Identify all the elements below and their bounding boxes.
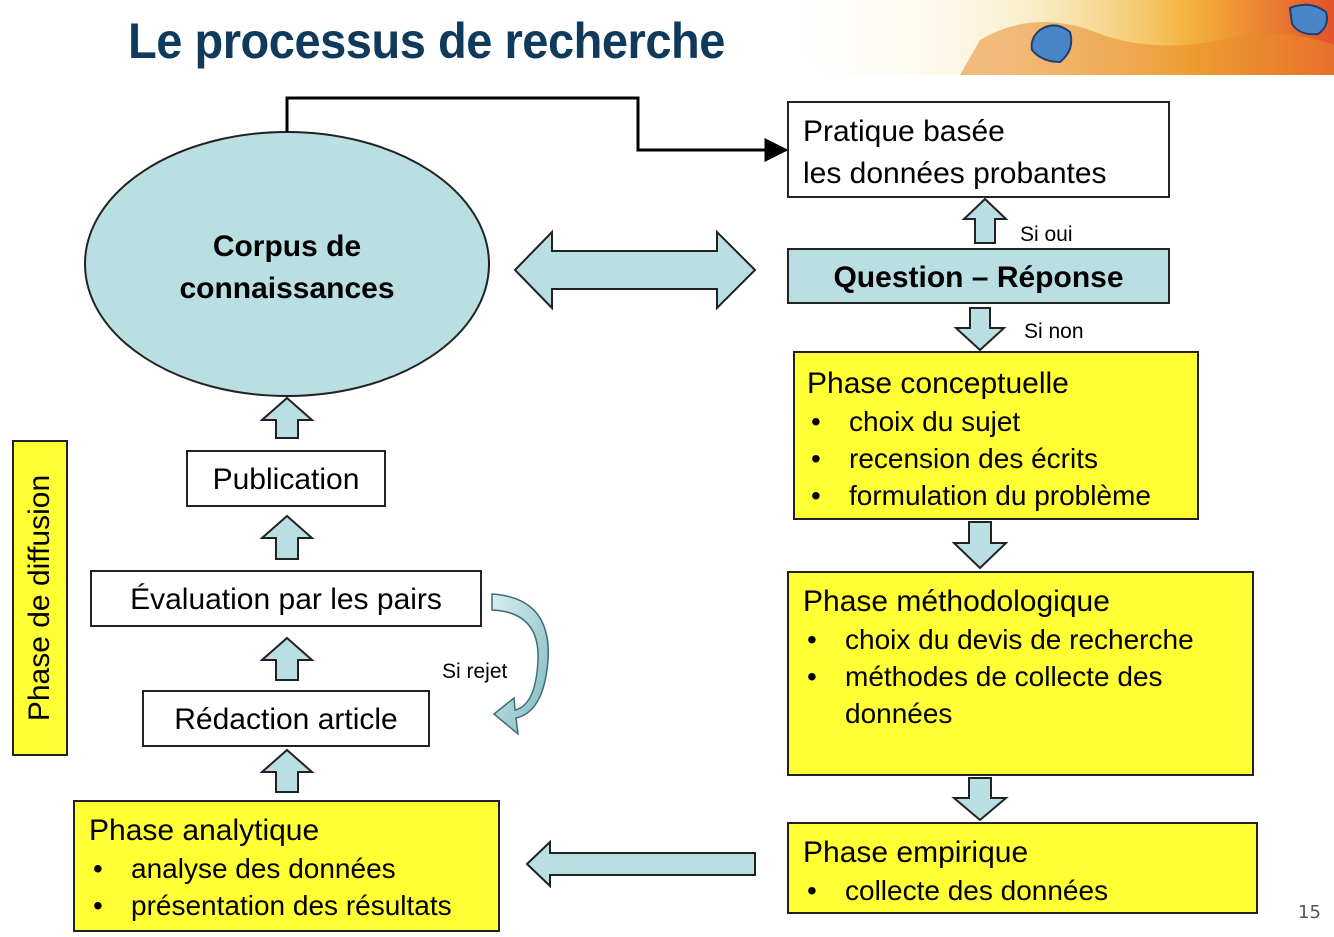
phase-analytique-box: Phase analytique analyse des données pré…: [73, 800, 500, 932]
corpus-node: Corpus de connaissances: [100, 226, 474, 310]
phase-methodologique-heading: Phase méthodologique: [803, 585, 1110, 618]
phase-diffusion-label-box: Phase de diffusion: [12, 440, 68, 756]
publication-label: Publication: [212, 463, 360, 496]
si-oui-label: Si oui: [1020, 223, 1073, 246]
phase-methodologique-box: Phase méthodologique choix du devis de r…: [787, 571, 1254, 776]
arrow-up-icon: [259, 636, 315, 681]
arrow-up-icon: [259, 514, 315, 560]
arrow-down-icon: [951, 521, 1009, 570]
arrow-up-icon: [961, 197, 1009, 244]
arrow-down-icon: [951, 777, 1009, 822]
phase-empirique-heading: Phase empirique: [803, 836, 1029, 869]
double-arrow-icon: [513, 229, 757, 311]
list-item: choix du devis de recherche: [803, 621, 1252, 658]
banner-decoration: [760, 0, 1334, 75]
publication-box: Publication: [186, 450, 386, 507]
phase-conceptuelle-heading: Phase conceptuelle: [807, 367, 1069, 400]
question-box: Question – Réponse: [787, 248, 1170, 304]
pratique-box: Pratique basée les données probantes: [787, 101, 1170, 198]
redaction-label: Rédaction article: [174, 703, 398, 736]
list-item: méthodes de collecte des données: [803, 658, 1205, 732]
arrow-down-icon: [953, 307, 1007, 352]
page-title: Le processus de recherche: [128, 13, 725, 69]
corpus-to-pratique-connector: [285, 96, 789, 162]
pratique-line1: Pratique basée: [803, 115, 1005, 148]
list-item: présentation des résultats: [89, 887, 498, 924]
list-item: choix du sujet: [807, 403, 1197, 440]
pratique-line2: les données probantes: [803, 157, 1107, 190]
arrow-up-icon: [259, 396, 315, 439]
phase-analytique-heading: Phase analytique: [89, 814, 320, 847]
arrow-up-icon: [259, 748, 315, 793]
redaction-box: Rédaction article: [142, 690, 430, 747]
si-rejet-label: Si rejet: [442, 660, 508, 683]
list-item: formulation du problème: [807, 477, 1197, 514]
list-item: collecte des données: [803, 872, 1256, 909]
list-item: recension des écrits: [807, 440, 1197, 477]
evaluation-box: Évaluation par les pairs: [90, 570, 482, 627]
phase-conceptuelle-box: Phase conceptuelle choix du sujet recens…: [793, 351, 1199, 520]
curved-reject-arrow-icon: [491, 593, 549, 736]
list-item: analyse des données: [89, 850, 498, 887]
page-number: 15: [1298, 902, 1321, 923]
evaluation-label: Évaluation par les pairs: [130, 583, 442, 616]
si-non-label: Si non: [1024, 320, 1084, 343]
question-label: Question – Réponse: [833, 261, 1124, 294]
arrow-left-icon: [525, 839, 756, 889]
phase-empirique-box: Phase empirique collecte des données: [787, 822, 1258, 914]
phase-diffusion-label: Phase de diffusion: [23, 474, 56, 722]
corpus-label: Corpus de connaissances: [179, 230, 395, 305]
